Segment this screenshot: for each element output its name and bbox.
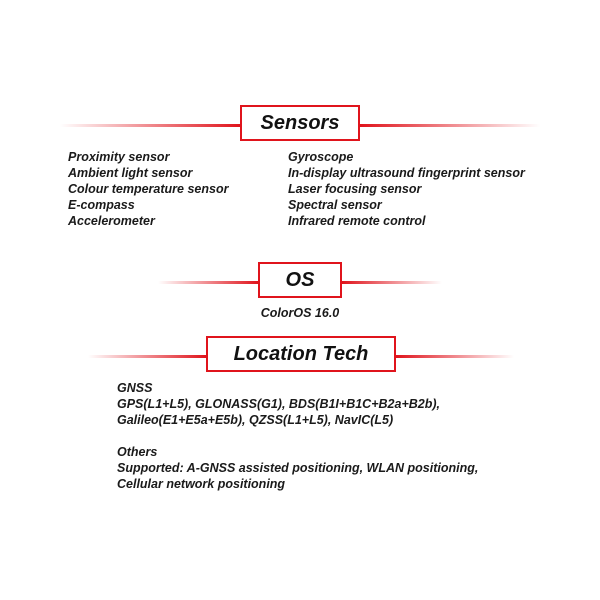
sensor-item: Infrared remote control <box>288 214 426 228</box>
header-divider-left <box>158 281 258 284</box>
header-divider-right <box>360 124 540 127</box>
others-line: Supported: A-GNSS assisted positioning, … <box>117 461 479 475</box>
location-details: GNSS GPS(L1+L5), GLONASS(G1), BDS(B1I+B1… <box>117 380 478 492</box>
sensors-list-right: Gyroscope In-display ultrasound fingerpr… <box>288 149 525 229</box>
others-line: Cellular network positioning <box>117 477 286 491</box>
others-label: Others <box>117 445 158 459</box>
os-value: ColorOS 16.0 <box>260 306 340 320</box>
os-title: OS <box>258 262 342 298</box>
location-title: Location Tech <box>206 336 396 372</box>
sensor-item: Accelerometer <box>68 214 155 228</box>
header-divider-left <box>60 124 240 127</box>
gnss-label: GNSS <box>117 381 153 395</box>
sensor-item: Spectral sensor <box>288 198 382 212</box>
sensor-item: Laser focusing sensor <box>288 182 422 196</box>
sensors-header: Sensors <box>0 105 600 145</box>
header-divider-right <box>396 355 514 358</box>
gnss-line: GPS(L1+L5), GLONASS(G1), BDS(B1I+B1C+B2a… <box>117 397 440 411</box>
location-header: Location Tech <box>0 336 600 376</box>
sensor-item: Colour temperature sensor <box>68 182 229 196</box>
sensors-title: Sensors <box>240 105 360 141</box>
sensor-item: Proximity sensor <box>68 150 170 164</box>
header-divider-left <box>88 355 206 358</box>
sensors-list-left: Proximity sensor Ambient light sensor Co… <box>68 149 228 229</box>
sensor-item: In-display ultrasound fingerprint sensor <box>288 166 525 180</box>
header-divider-right <box>342 281 442 284</box>
sensor-item: Gyroscope <box>288 150 354 164</box>
gnss-line: Galileo(E1+E5a+E5b), QZSS(L1+L5), NavIC(… <box>117 413 394 427</box>
sensor-item: E-compass <box>68 198 135 212</box>
sensor-item: Ambient light sensor <box>68 166 193 180</box>
spacer <box>117 428 478 444</box>
os-header: OS <box>0 262 600 302</box>
